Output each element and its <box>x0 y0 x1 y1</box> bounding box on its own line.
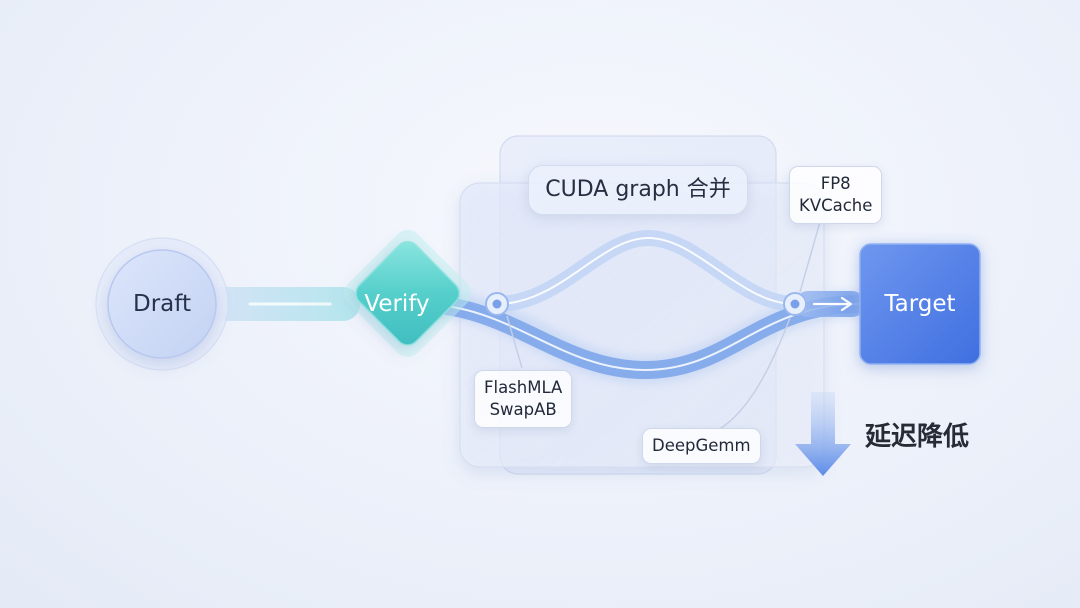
down-arrow-icon <box>795 392 851 476</box>
junction-right-core <box>790 299 800 309</box>
verify-label: Verify <box>364 291 430 317</box>
tag-flashmla-swapab: FlashMLA SwapAB <box>474 370 573 428</box>
verify-node <box>355 241 460 346</box>
leader-flashmla <box>506 315 523 369</box>
tag-deepgemm-text: DeepGemm <box>652 436 751 455</box>
tag-fp8-kvcache: FP8 KVCache <box>789 166 883 224</box>
flow-path-lower-line <box>419 303 861 372</box>
draft-node <box>107 249 217 359</box>
latency-reduced-label: 延迟降低 <box>865 422 970 452</box>
tag-flashmla-line1: FlashMLA <box>484 378 563 397</box>
cuda-graph-title: CUDA graph 合并 <box>528 165 748 215</box>
junction-left-core <box>492 299 502 309</box>
leader-fp8 <box>799 221 821 293</box>
leader-deepgemm <box>717 317 791 431</box>
tag-deepgemm: DeepGemm <box>642 428 761 464</box>
tag-flashmla-line2: SwapAB <box>489 400 557 419</box>
flow-path-upper-line <box>496 236 796 305</box>
arrow-right-icon <box>812 296 853 312</box>
tag-fp8-line2: KVCache <box>799 196 873 215</box>
draft-label: Draft <box>133 291 191 317</box>
target-label: Target <box>884 291 956 317</box>
tag-fp8-line1: FP8 <box>820 174 851 193</box>
target-node <box>859 243 981 365</box>
